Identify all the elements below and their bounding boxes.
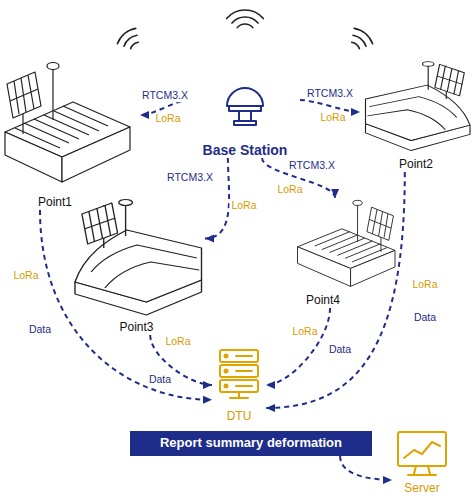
base-antenna: [227, 88, 263, 125]
signal-waves: [117, 10, 372, 49]
dashed-connector: [205, 158, 229, 242]
dam-station: [5, 63, 130, 183]
edge-label: Data: [327, 344, 353, 356]
arrowhead: [266, 404, 275, 412]
connector-line: [266, 308, 330, 385]
base-station: Base Station: [190, 78, 300, 158]
protocol-label: LoRa: [153, 113, 182, 125]
protocol-label: LoRa: [229, 200, 258, 212]
connector-line: [40, 210, 212, 400]
monitoring-point: Point1: [2, 60, 140, 210]
protocol-label: LoRa: [275, 184, 304, 196]
arrowhead: [351, 108, 360, 116]
dashed-connector: [266, 308, 330, 389]
dtu-icon: [220, 350, 258, 398]
connector-line: [205, 158, 229, 238]
arrowhead: [331, 189, 339, 198]
dashed-connector: [340, 456, 392, 484]
arrowhead: [203, 396, 212, 404]
rack-led: [225, 355, 228, 358]
rack-led: [225, 370, 228, 373]
arrowhead: [205, 234, 214, 242]
protocol-label: LoRa: [11, 270, 40, 282]
protocol-label: LoRa: [318, 112, 347, 124]
node-label: Point1: [38, 196, 72, 210]
connector-line: [266, 172, 405, 408]
antenna-foot: [234, 121, 256, 125]
rack-led: [225, 385, 228, 388]
antenna-dome: [227, 88, 263, 106]
node-label: Base Station: [203, 142, 288, 158]
server-monitor: Server: [392, 426, 452, 496]
edge-label: RTCM3.X: [305, 88, 355, 100]
monitoring-point: Point3: [68, 195, 205, 335]
dashed-connector: [262, 158, 339, 198]
signal-arcs: [117, 28, 138, 48]
connector-line: [340, 456, 392, 480]
node-label: Point3: [119, 321, 153, 335]
antenna-neck: [239, 111, 251, 121]
signal-arcs: [352, 28, 373, 48]
slope-station: [75, 200, 202, 316]
arrowhead: [203, 381, 212, 389]
signal-arcs: [227, 10, 264, 28]
node-label: Point2: [399, 158, 433, 172]
dashed-connector: [40, 210, 212, 404]
monitor-stand: [408, 466, 436, 475]
dam-station: [298, 200, 396, 286]
edge-label: Data: [27, 324, 53, 336]
rack-lines: [230, 356, 252, 398]
arrowhead: [383, 476, 392, 484]
edge-label: RTCM3.X: [287, 160, 337, 172]
monitoring-point: Point2: [360, 62, 472, 172]
dashed-connector: [266, 172, 405, 412]
dtu-unit: DTU: [212, 346, 266, 424]
monitoring-point: Point4: [290, 198, 400, 308]
summary-band: Report summary deformation: [130, 431, 372, 456]
monitor-chart: [404, 442, 440, 458]
node-label: Server: [404, 482, 439, 496]
edge-label: Data: [147, 374, 173, 386]
edge-label: RTCM3.X: [165, 172, 215, 184]
arrowhead: [266, 381, 275, 389]
protocol-label: LoRa: [290, 326, 319, 338]
node-label: DTU: [227, 410, 252, 424]
arrowhead: [140, 111, 149, 119]
protocol-label: LoRa: [163, 336, 192, 348]
edge-label: RTCM3.X: [140, 90, 190, 102]
monitor-screen: [398, 432, 446, 466]
slope-station: [366, 62, 471, 151]
node-label: Report summary deformation: [160, 436, 342, 451]
edge-label: Data: [412, 312, 438, 324]
protocol-label: LoRa: [410, 279, 439, 291]
node-label: Point4: [306, 294, 340, 308]
server-icon: [398, 432, 446, 475]
